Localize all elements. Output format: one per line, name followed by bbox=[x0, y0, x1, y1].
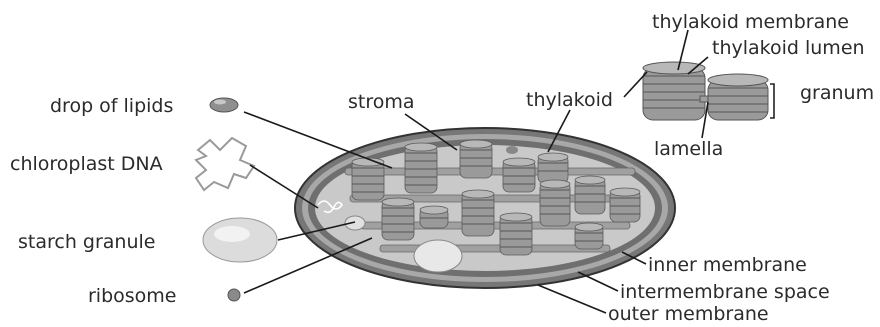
chloroplast-dna-icon bbox=[196, 138, 254, 190]
label-thylakoid-lumen: thylakoid lumen bbox=[712, 37, 865, 59]
granum-bracket bbox=[770, 84, 774, 118]
label-ribosome: ribosome bbox=[88, 285, 177, 307]
drop-of-lipids-icon bbox=[210, 98, 238, 112]
label-intermembrane-space: intermembrane space bbox=[620, 281, 830, 303]
label-thylakoid: thylakoid bbox=[526, 89, 613, 111]
granum-detail-stack-right bbox=[708, 74, 768, 120]
label-granum: granum bbox=[800, 82, 874, 104]
label-thylakoid-membrane: thylakoid membrane bbox=[652, 11, 849, 33]
granum-stack bbox=[352, 158, 384, 200]
granum-stack bbox=[540, 180, 570, 226]
label-chloroplast-dna: chloroplast DNA bbox=[10, 153, 163, 175]
label-outer-membrane: outer membrane bbox=[608, 303, 769, 325]
granum-stack bbox=[500, 213, 532, 255]
label-lamella: lamella bbox=[654, 138, 723, 160]
granum-stack bbox=[575, 223, 603, 249]
granum-stack bbox=[382, 198, 414, 240]
label-inner-membrane: inner membrane bbox=[648, 254, 807, 276]
label-stroma: stroma bbox=[348, 91, 415, 113]
label-drop-of-lipids: drop of lipids bbox=[50, 95, 173, 117]
granum-stack bbox=[460, 140, 492, 178]
granum-stack bbox=[610, 188, 640, 222]
label-starch-granule: starch granule bbox=[18, 231, 155, 253]
granum-detail bbox=[643, 62, 774, 120]
granum-stack bbox=[405, 143, 437, 193]
granum-stack bbox=[462, 190, 494, 236]
granum-stack bbox=[420, 206, 448, 228]
starch-granule-inner bbox=[414, 240, 462, 272]
granum-detail-stack-left bbox=[643, 62, 705, 120]
ribosome-icon bbox=[228, 289, 240, 301]
lipid-drop-inner bbox=[506, 146, 518, 154]
granum-stack bbox=[503, 158, 535, 192]
granum-stack bbox=[538, 153, 568, 183]
granum-stack bbox=[575, 176, 605, 214]
